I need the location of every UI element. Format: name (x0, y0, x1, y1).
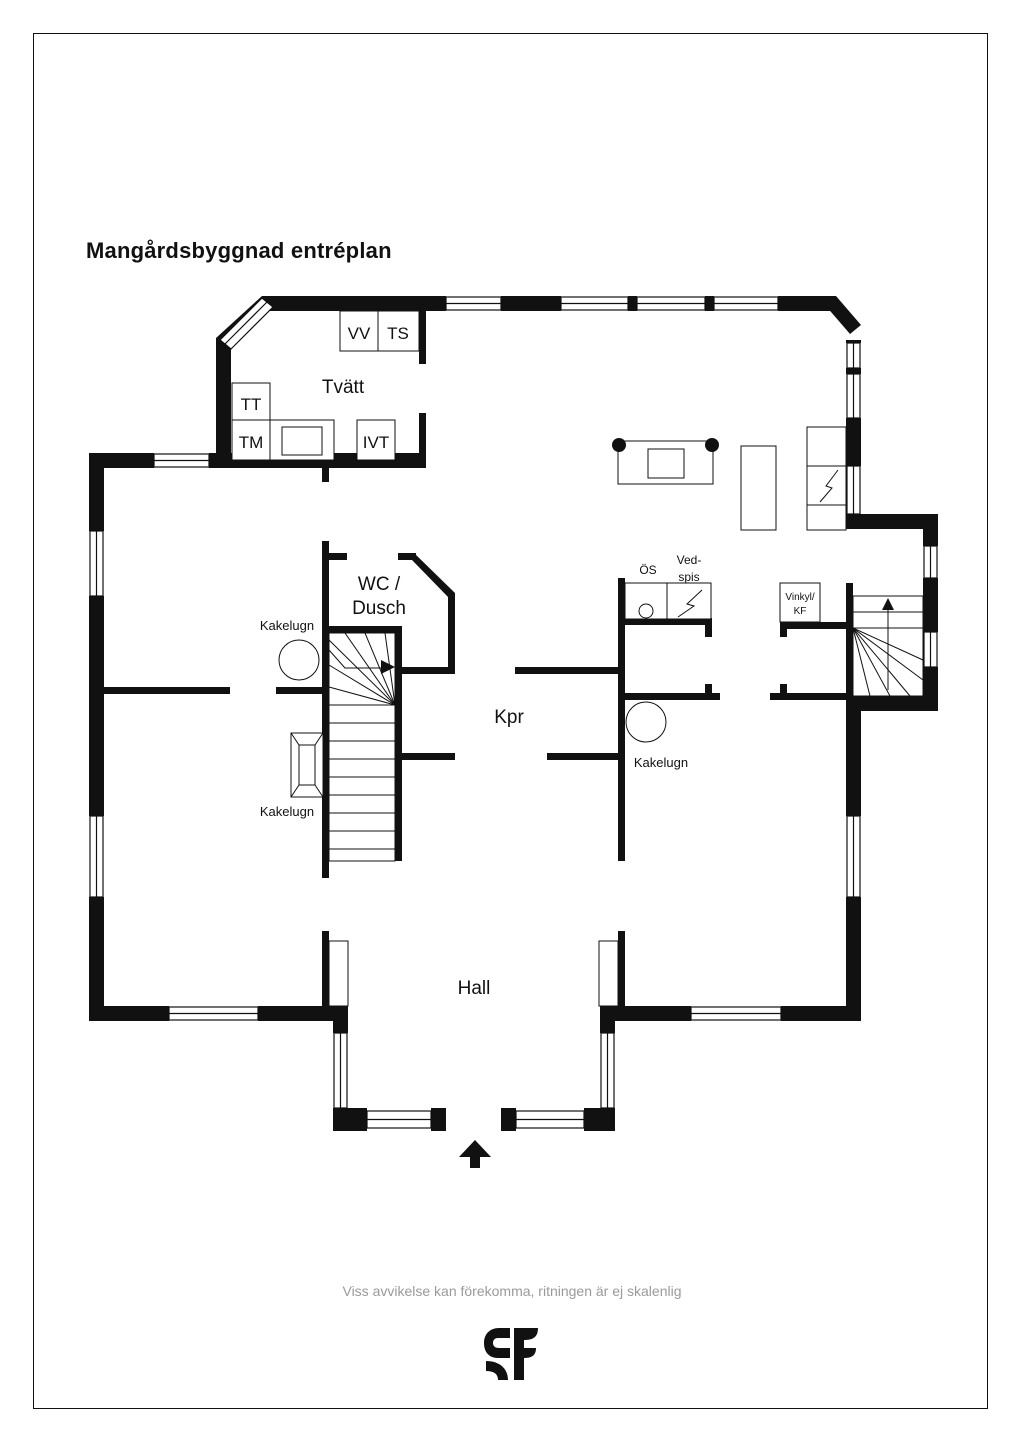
wood-stove-box (666, 582, 712, 620)
stove-dots (612, 438, 719, 452)
label-ved: Ved- (677, 553, 702, 567)
room-label-tvatt: Tvätt (322, 377, 365, 398)
heat-pump-box (356, 419, 396, 461)
fixtures (231, 310, 847, 1007)
drying-cabinet-box (377, 310, 420, 352)
stair-arrow-icon (381, 660, 395, 674)
tiled-stove-1-icon (278, 639, 320, 681)
label-kakelugn-2: Kakelugn (260, 804, 314, 819)
side-staircase (852, 595, 924, 697)
room-label-kpr: Kpr (494, 707, 524, 728)
room-label-dusch: Dusch (352, 598, 406, 619)
sf-logo-icon (484, 1328, 538, 1380)
tumble-dryer-box (231, 382, 271, 421)
tiled-stove-3-icon (625, 701, 667, 743)
wine-fridge-box (779, 582, 821, 623)
disclaimer-text: Viss avvikelse kan förekomma, ritningen … (342, 1283, 682, 1299)
label-ivt: IVT (363, 433, 389, 452)
entrance-arrow-icon (459, 1140, 491, 1168)
label-vinkyl: Vinkyl/ (785, 592, 814, 603)
label-kakelugn-3: Kakelugn (634, 755, 688, 770)
label-kakelugn-1: Kakelugn (260, 618, 314, 633)
room-label-hall: Hall (458, 978, 491, 999)
fixture-labels: VV TS TT TM IVT ÖS Ved- spis Vinkyl/ KF … (239, 324, 815, 819)
label-tm: TM (239, 433, 264, 452)
page-frame (33, 33, 988, 1409)
label-kf: KF (794, 606, 807, 617)
label-ts: TS (387, 324, 409, 343)
room-label-wc: WC / (358, 574, 401, 595)
counter-unit (806, 426, 847, 531)
main-staircase (328, 632, 396, 862)
exterior-walls (89, 296, 938, 1131)
washing-machine-box (231, 419, 271, 461)
windows (89, 296, 938, 1129)
label-spis: spis (678, 570, 699, 584)
plan-title: Mangårdsbyggnad entréplan (86, 238, 392, 263)
label-tt: TT (241, 395, 262, 414)
water-heater-box (339, 310, 379, 352)
kitchen-island (740, 445, 777, 531)
label-vv: VV (348, 324, 371, 343)
room-labels: Tvätt WC / Dusch Kpr Hall (322, 377, 525, 999)
label-os: ÖS (639, 563, 656, 577)
side-stair-arrow-icon (882, 598, 894, 610)
